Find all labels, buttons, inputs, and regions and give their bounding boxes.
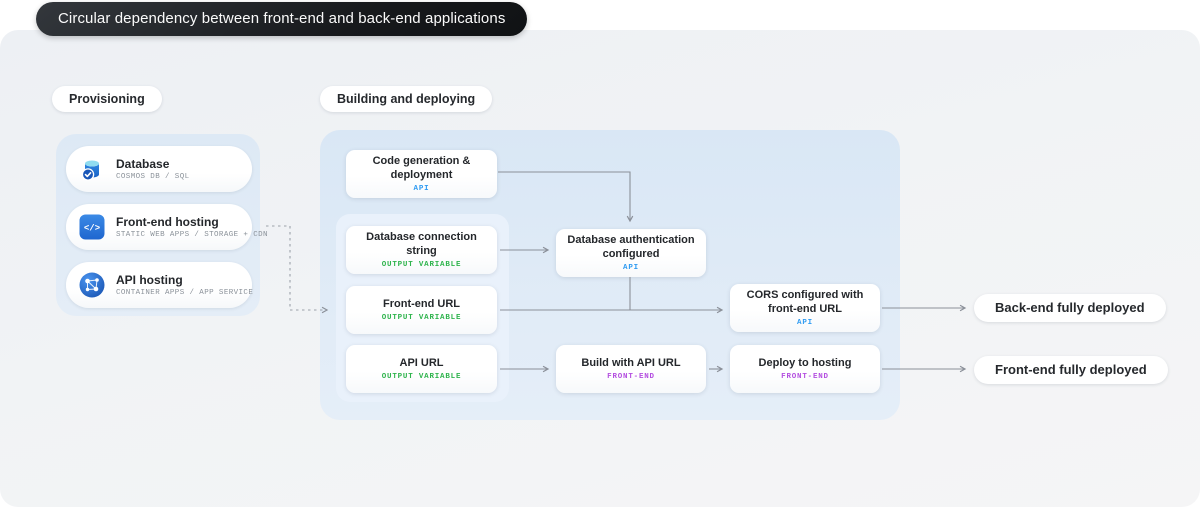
flow-node-label: Build with API URL [581, 356, 681, 369]
front-end-tag: FRONT-END [607, 373, 655, 382]
flow-node-api-url: API URL OUTPUT VARIABLE [346, 345, 497, 393]
flow-node-build-with-api-url: Build with API URL FRONT-END [556, 345, 706, 393]
flow-node-label: Front-end URL [383, 297, 460, 310]
api-tag: API [797, 319, 813, 327]
code-brackets-icon: </> [78, 213, 106, 241]
provisioning-card-text: API hosting CONTAINER APPS / APP SERVICE [116, 273, 253, 297]
flow-node-label: API URL [399, 356, 444, 369]
flow-node-code-generation: Code generation & deployment API [346, 150, 497, 198]
provisioning-card-title: Database [116, 157, 170, 171]
output-variable-tag: OUTPUT VARIABLE [381, 373, 462, 382]
provisioning-card-text: Database COSMOS DB / SQL [116, 157, 190, 181]
provisioning-card-text: Front-end hosting STATIC WEB APPS / STOR… [116, 215, 268, 239]
provisioning-card-database: Database COSMOS DB / SQL [66, 146, 252, 192]
output-variable-tag: OUTPUT VARIABLE [381, 261, 462, 269]
globe-network-icon [78, 271, 106, 299]
front-end-tag: FRONT-END [781, 373, 829, 382]
api-tag: API [413, 185, 430, 193]
flow-node-deploy-to-hosting: Deploy to hosting FRONT-END [730, 345, 880, 393]
flow-node-cors-configured: CORS configured with front-end URL API [730, 284, 880, 332]
flow-node-database-authentication-configured: Database authentication configured API [556, 229, 706, 277]
outcome-front-end-deployed: Front-end fully deployed [974, 356, 1168, 384]
provisioning-card-api-hosting: API hosting CONTAINER APPS / APP SERVICE [66, 262, 253, 308]
provisioning-card-subtitle: STATIC WEB APPS / STORAGE + CDN [116, 231, 268, 239]
database-icon [78, 155, 106, 183]
output-variable-tag: OUTPUT VARIABLE [381, 314, 462, 323]
svg-text:</>: </> [84, 224, 100, 234]
flow-node-label: Database authentication configured [567, 234, 695, 260]
flow-node-label: Code generation & deployment [372, 155, 471, 181]
flow-node-label: CORS configured with front-end URL [746, 289, 864, 315]
provisioning-card-front-end-hosting: </> Front-end hosting STATIC WEB APPS / … [66, 204, 268, 250]
provisioning-group: Database COSMOS DB / SQL </> Front-end h… [56, 134, 268, 316]
section-label-provisioning: Provisioning [52, 86, 162, 112]
provisioning-card-subtitle: CONTAINER APPS / APP SERVICE [116, 289, 254, 297]
provisioning-card-subtitle: COSMOS DB / SQL [116, 173, 190, 181]
api-tag: API [623, 264, 639, 272]
provisioning-card-title: Front-end hosting [116, 215, 219, 229]
flow-node-front-end-url: Front-end URL OUTPUT VARIABLE [346, 286, 497, 334]
diagram-title: Circular dependency between front-end an… [36, 2, 528, 36]
flow-node-label: Database connection string [366, 231, 477, 257]
section-label-building-and-deploying: Building and deploying [320, 86, 493, 112]
provisioning-card-title: API hosting [116, 273, 183, 287]
flow-node-label: Deploy to hosting [758, 356, 852, 369]
outcome-back-end-deployed: Back-end fully deployed [974, 294, 1166, 322]
flow-node-database-connection-string: Database connection string OUTPUT VARIAB… [346, 226, 497, 274]
